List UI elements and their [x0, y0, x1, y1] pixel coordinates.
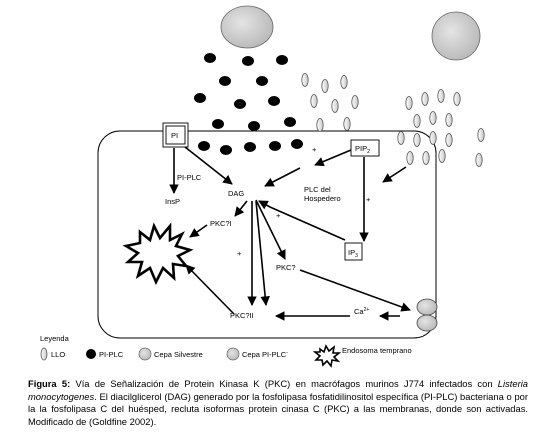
llo-molecules [301, 73, 485, 167]
pi-label: PI [171, 131, 178, 140]
caption-text-2: . El diacilglicerol (DAG) generado por l… [28, 390, 528, 427]
plus-sign: + [366, 195, 371, 204]
legend-llo: LLO [51, 350, 65, 359]
cell-membrane [97, 130, 437, 339]
wild-type-legend-icon [138, 347, 152, 361]
plc-host-label-line1: PLC del [304, 185, 331, 194]
legend-endosome: Endosoma temprano [342, 346, 412, 355]
calcium-channel [416, 298, 438, 332]
llo-legend-icon [40, 347, 48, 361]
pi-plc-legend-icon [86, 349, 96, 359]
pkc-ii-label: PKC?II [230, 311, 254, 320]
mutant-legend-icon [226, 347, 240, 361]
plc-host-label-line2: Hospedero [304, 194, 341, 203]
pip2-label: PIP2 [355, 144, 370, 155]
plus-sign: + [276, 211, 281, 220]
ip3-label: IP3 [348, 248, 358, 259]
legend: LLO PI-PLC Cepa Silvestre Cepa PI-PLC- E… [40, 344, 412, 368]
pkc-i-label: PKC?I [210, 219, 232, 228]
pi-plc-label: PI-PLC [177, 173, 202, 182]
calcium-label: Ca2+ [354, 307, 369, 316]
legend-mutant: Cepa PI-PLC- [242, 350, 288, 359]
pi-plc-mutant-bacterium [431, 11, 481, 61]
early-endosome-icon [122, 222, 194, 286]
caption-species: Listeria monocytogenes [28, 378, 529, 402]
legend-title: Leyenda [40, 334, 70, 343]
ip3-box [344, 242, 363, 261]
pi-plc-molecules [194, 53, 303, 155]
pi-box [162, 122, 189, 148]
pip2-box [350, 139, 380, 157]
legend-wild-type: Cepa Silvestre [154, 350, 203, 359]
plus-sign: + [237, 249, 242, 258]
pkc-label: PKC? [276, 263, 296, 272]
insp-label: InsP [165, 197, 180, 206]
legend-pi-plc: PI-PLC [99, 350, 124, 359]
diagram: PI PIP2 IP3 [40, 5, 485, 368]
dag-label: DAG [228, 189, 244, 198]
figure-caption: Figura 5: Vía de Señalización de Protein… [28, 378, 528, 428]
pathway-arrows [169, 146, 411, 321]
wild-type-bacterium [220, 5, 274, 49]
caption-text-1: Vía de Señalización de Protein Kinasa K … [70, 378, 498, 389]
caption-label: Figura 5: [28, 378, 71, 389]
endosome-legend-icon [312, 344, 342, 368]
plus-sign: + [312, 145, 317, 154]
